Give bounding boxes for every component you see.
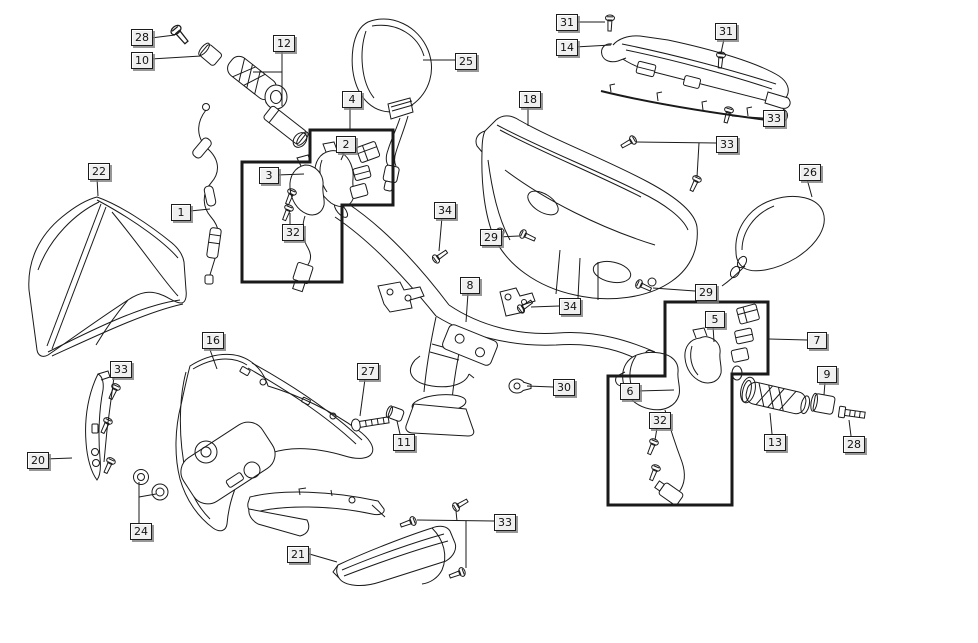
part-windscreen-22	[28, 196, 187, 357]
leader-line-33	[103, 376, 115, 463]
leader-line-20	[44, 457, 73, 460]
callout-14[interactable]: 14	[556, 39, 578, 56]
callout-20[interactable]: 20	[27, 452, 49, 469]
part-cap-10	[198, 42, 222, 66]
part-bolt-27	[350, 416, 390, 432]
callout-12[interactable]: 12	[273, 35, 295, 52]
callout-16[interactable]: 16	[202, 332, 224, 349]
leader-line-34	[438, 216, 443, 252]
part-bushing-11	[385, 405, 405, 422]
callout-13[interactable]: 13	[764, 434, 786, 451]
callout-26[interactable]: 26	[799, 164, 821, 181]
callout-33[interactable]: 33	[110, 361, 132, 378]
leader-line-31	[720, 38, 725, 54]
leader-line-10	[150, 55, 202, 60]
part-throttle-cable-1	[192, 103, 222, 285]
part-handlebar-rear-cover-14	[601, 35, 791, 109]
part-switch-housing-5	[684, 327, 722, 384]
callout-21[interactable]: 21	[287, 546, 309, 563]
leader-line-33	[416, 519, 495, 522]
callout-5[interactable]: 5	[705, 311, 725, 328]
callout-9[interactable]: 9	[817, 366, 837, 383]
callout-10[interactable]: 10	[131, 52, 153, 69]
callout-22[interactable]: 22	[88, 163, 110, 180]
leader-line-3	[276, 173, 305, 176]
part-cap-9	[810, 392, 836, 415]
callout-33[interactable]: 33	[716, 136, 738, 153]
part-lower-bracket	[247, 487, 386, 537]
callout-32[interactable]: 32	[282, 224, 304, 241]
leader-line-32	[654, 427, 658, 441]
leader-line-7	[768, 338, 808, 341]
part-connectors-right	[730, 303, 760, 363]
callout-7[interactable]: 7	[807, 332, 827, 349]
leader-line-33	[455, 510, 458, 522]
callout-30[interactable]: 30	[553, 379, 575, 396]
callout-27[interactable]: 27	[357, 363, 379, 380]
callout-31[interactable]: 31	[556, 14, 578, 31]
leader-line-28	[150, 34, 176, 39]
leader-line-33	[696, 142, 700, 178]
part-side-trim-20	[85, 370, 111, 481]
part-mirror-right-26	[721, 196, 825, 287]
part-screw-28-right	[837, 405, 866, 419]
part-spoiler-21	[332, 525, 457, 586]
callout-34[interactable]: 34	[434, 202, 456, 219]
leader-line-14	[574, 44, 612, 48]
callout-8[interactable]: 8	[460, 277, 480, 294]
callout-28[interactable]: 28	[843, 436, 865, 453]
part-trim-strip-33	[600, 83, 788, 123]
part-grip-13	[731, 365, 811, 415]
part-switch-housing-2	[314, 141, 355, 207]
callout-6[interactable]: 6	[620, 383, 640, 400]
part-handlebar-8	[333, 202, 658, 437]
callout-32[interactable]: 32	[649, 412, 671, 429]
leader-line-5	[712, 325, 715, 343]
part-handlebar-front-cover-18	[475, 115, 698, 300]
callout-29[interactable]: 29	[695, 284, 717, 301]
leader-line-11	[396, 420, 401, 435]
leader-line-22	[96, 177, 99, 197]
leader-line-29	[652, 287, 696, 292]
leader-line-16	[208, 346, 218, 370]
leader-line-33	[731, 115, 764, 119]
callout-24[interactable]: 24	[130, 523, 152, 540]
leader-line-34	[530, 305, 560, 308]
leader-line-26	[806, 178, 813, 198]
part-washers-24	[133, 469, 169, 501]
callout-2[interactable]: 2	[336, 136, 356, 153]
callout-25[interactable]: 25	[455, 53, 477, 70]
leader-line-28	[848, 419, 852, 437]
callout-31[interactable]: 31	[715, 23, 737, 40]
leader-line-9	[823, 381, 826, 396]
leader-line-6	[636, 389, 675, 392]
callout-29[interactable]: 29	[480, 229, 502, 246]
leader-line-8	[465, 292, 469, 323]
switch-group-left	[240, 128, 395, 284]
leader-line-1	[189, 208, 211, 212]
callout-4[interactable]: 4	[342, 91, 362, 108]
part-front-mask-16	[175, 353, 374, 532]
leader-line-13	[769, 412, 773, 435]
callout-33[interactable]: 33	[494, 514, 516, 531]
leader-line-30	[526, 385, 554, 388]
callout-33[interactable]: 33	[763, 110, 785, 127]
part-connectors-left	[349, 141, 381, 199]
leader-line-33	[635, 141, 717, 144]
callout-18[interactable]: 18	[519, 91, 541, 108]
leader-line-21	[305, 552, 338, 563]
callout-3[interactable]: 3	[259, 167, 279, 184]
part-mirror-left-25	[351, 18, 432, 192]
callout-1[interactable]: 1	[171, 204, 191, 221]
callout-34[interactable]: 34	[559, 298, 581, 315]
switch-group-right	[606, 300, 770, 507]
callout-28[interactable]: 28	[131, 29, 153, 46]
callout-11[interactable]: 11	[393, 434, 415, 451]
leader-line-27	[359, 378, 366, 417]
leader-line-24	[138, 493, 157, 498]
